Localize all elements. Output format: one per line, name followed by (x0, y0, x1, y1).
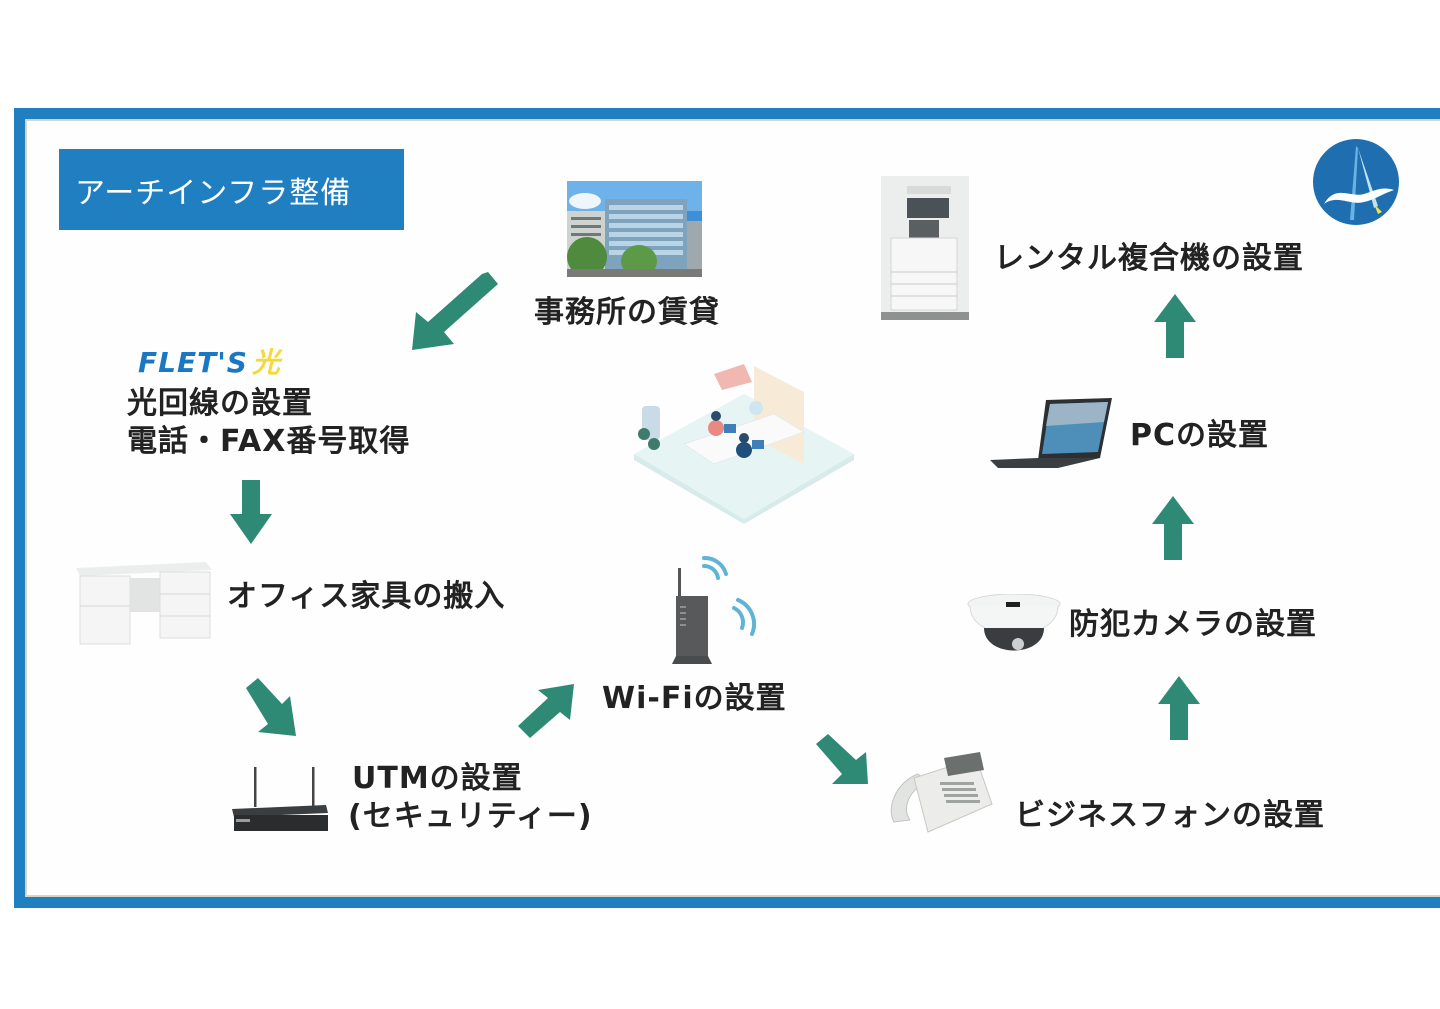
step-phone-label: ビジネスフォンの設置 (1015, 798, 1325, 833)
step-fiber-label-2: 電話・FAX番号取得 (127, 424, 411, 459)
step-utm-label-1: UTMの設置 (352, 761, 523, 796)
step-wifi-label: Wi-Fiの設置 (602, 681, 787, 716)
business-phone-icon (890, 752, 993, 833)
arrow-phone-to-camera (1158, 676, 1200, 740)
utm-device-icon (232, 767, 328, 831)
arrow-wifi-to-phone (816, 734, 868, 784)
laptop-icon (990, 398, 1112, 468)
step-utm-label-2: (セキュリティー) (348, 799, 593, 834)
step-pc-label: PCの設置 (1130, 418, 1270, 453)
step-furniture-label: オフィス家具の搬入 (227, 579, 506, 614)
multifunction-printer-icon (881, 176, 969, 320)
step-office-label: 事務所の賃貸 (534, 295, 720, 330)
arrow-pc-to-mfp (1154, 294, 1196, 358)
diagram-title: アーチインフラ整備 (59, 149, 404, 230)
office-desk-icon (76, 562, 212, 645)
company-logo-icon (1313, 139, 1399, 225)
frame-inner-border (25, 119, 1440, 897)
step-fiber-label-1: 光回線の設置 (127, 386, 313, 421)
step-mfp-label: レンタル複合機の設置 (994, 241, 1304, 276)
arrow-furniture-to-utm (246, 678, 296, 736)
arrow-camera-to-pc (1152, 496, 1194, 560)
wifi-router-icon (672, 556, 756, 664)
arrow-utm-to-wifi (518, 684, 574, 738)
office-workspace-illustration (634, 364, 854, 524)
office-building-icon (567, 181, 702, 277)
arrow-office-to-fiber (412, 272, 498, 350)
flets-hikari-text: 光 (251, 346, 281, 379)
security-camera-icon (967, 594, 1061, 651)
step-camera-label: 防犯カメラの設置 (1069, 607, 1317, 642)
arrow-fiber-to-furniture (230, 480, 272, 544)
flets-brand-text: FLET'S (138, 346, 248, 379)
